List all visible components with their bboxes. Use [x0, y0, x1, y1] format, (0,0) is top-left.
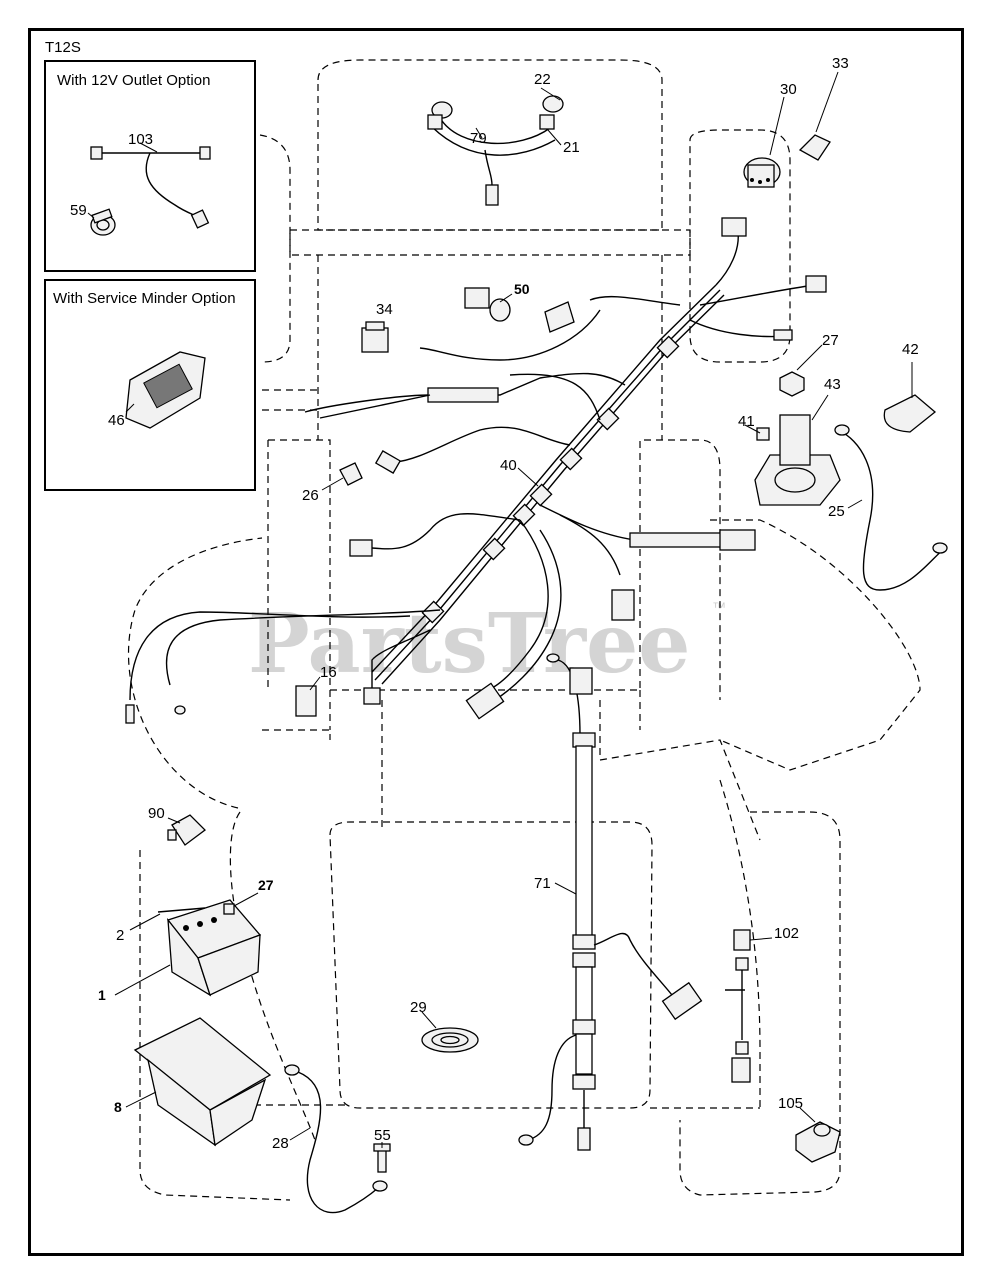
leader-30: [769, 96, 785, 156]
callout-22: 22: [534, 71, 551, 88]
switch-50: [464, 287, 511, 322]
callout-46: 46: [108, 412, 125, 429]
callout-30: 30: [780, 81, 797, 98]
leader-21: [547, 129, 562, 146]
callout-27-upper: 27: [822, 332, 839, 349]
leader-102: [749, 937, 773, 941]
callout-28: 28: [272, 1135, 289, 1152]
leader-79: [475, 127, 483, 139]
leader-26: [321, 477, 344, 491]
leader-8: [125, 1091, 157, 1108]
leader-90: [167, 817, 181, 824]
outlet-harness-103: [90, 146, 211, 229]
solenoid-43: [754, 414, 841, 506]
grommet-29: [421, 1027, 479, 1053]
callout-102: 102: [774, 925, 799, 942]
bolt-41: [756, 427, 770, 441]
callout-50: 50: [514, 281, 530, 297]
leader-22: [540, 87, 561, 101]
leader-1: [114, 964, 171, 996]
callout-71: 71: [534, 875, 551, 892]
harness-102: [725, 929, 751, 1083]
outlet-socket-59: [90, 208, 116, 236]
leader-71: [554, 882, 577, 895]
callout-34: 34: [376, 301, 393, 318]
cable-28: [284, 1064, 388, 1214]
leader-16: [309, 676, 321, 691]
callout-2: 2: [116, 927, 124, 944]
leader-29: [421, 1011, 437, 1029]
nut-27-lower: [223, 903, 235, 915]
diagram-code: T12S: [45, 39, 81, 56]
leader-41: [744, 424, 761, 434]
leader-46: [125, 403, 135, 413]
callout-29: 29: [410, 999, 427, 1016]
ignition-switch-30: [743, 157, 781, 188]
bolt-2: [157, 907, 206, 913]
leader-27-lower: [233, 892, 259, 907]
callout-8: 8: [114, 1099, 122, 1115]
relay-34: [361, 321, 389, 353]
inset-12v-title: With 12V Outlet Option: [57, 72, 210, 89]
leader-105: [799, 1107, 816, 1123]
leader-25: [847, 499, 863, 509]
callout-43: 43: [824, 376, 841, 393]
callout-25: 25: [828, 503, 845, 520]
inset-service-box: [44, 279, 256, 491]
callout-55: 55: [374, 1127, 391, 1144]
watermark-trademark: ™: [712, 599, 726, 615]
fuse-26: [339, 462, 363, 486]
callout-103: 103: [128, 131, 153, 148]
callout-16: 16: [320, 664, 337, 681]
leader-59: [87, 212, 95, 219]
diagram-frame: [28, 28, 964, 1256]
callout-90: 90: [148, 805, 165, 822]
boot-42: [883, 394, 937, 433]
inset-service-title: With Service Minder Option: [53, 290, 236, 307]
leader-43: [811, 394, 829, 421]
leader-27-upper: [796, 344, 823, 371]
rear-harness-71: [518, 653, 703, 1151]
service-minder-46: [125, 351, 206, 429]
callout-40: 40: [500, 457, 517, 474]
leader-33: [815, 71, 839, 133]
switch-16: [295, 685, 317, 717]
leader-28: [289, 1127, 311, 1141]
nut-27-upper: [779, 371, 805, 397]
callout-105: 105: [778, 1095, 803, 1112]
callout-79: 79: [470, 130, 487, 147]
callout-26: 26: [302, 487, 319, 504]
decal-part: [544, 301, 575, 333]
main-harness-40: [125, 217, 827, 724]
battery-tray-8: [133, 1017, 272, 1147]
leader-103: [139, 142, 158, 153]
switch-105: [795, 1121, 841, 1163]
callout-42: 42: [902, 341, 919, 358]
callout-27-lower: 27: [258, 877, 274, 893]
callout-1: 1: [98, 987, 106, 1003]
switch-33: [798, 134, 831, 161]
callout-21: 21: [563, 139, 580, 156]
cable-25: [834, 424, 948, 591]
headlight-harness: [427, 95, 564, 206]
callout-59: 59: [70, 202, 87, 219]
callout-41: 41: [738, 413, 755, 430]
leader-50: [499, 293, 513, 303]
leader-2: [129, 913, 161, 931]
bolt-55: [373, 1143, 391, 1173]
switch-90: [167, 814, 206, 846]
leader-40: [517, 467, 539, 487]
callout-33: 33: [832, 55, 849, 72]
inset-12v-box: [44, 60, 256, 272]
battery-1: [166, 899, 262, 997]
